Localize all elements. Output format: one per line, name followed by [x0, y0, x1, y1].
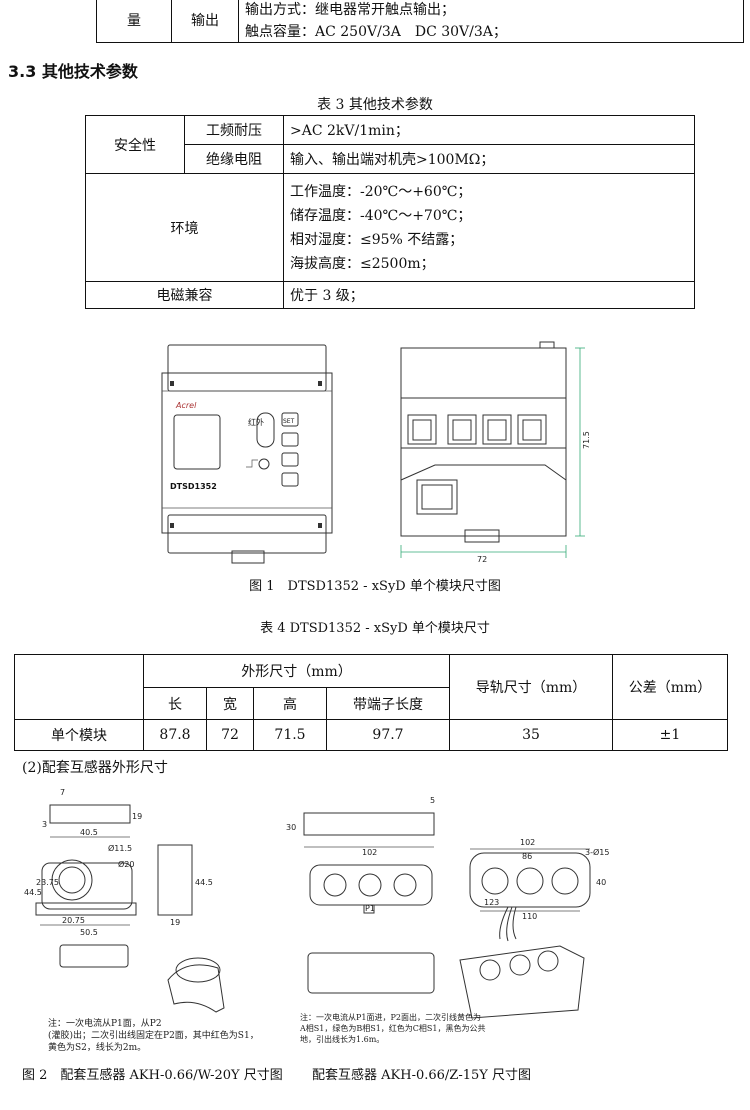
note-line: (灌胶)出；二次引出线固定在P2面，其中红色为S1，: [48, 1031, 259, 1041]
dim-label: 102: [362, 848, 377, 857]
dim-label: 23.75: [36, 878, 59, 887]
env-line: 储存温度：-40℃～+70℃；: [290, 207, 472, 224]
dim-label: 102: [520, 838, 535, 847]
dim-label: 7: [60, 788, 65, 797]
dim-label: 123: [484, 898, 499, 907]
dim-label: Ø11.5: [108, 843, 132, 853]
emc-value: 优于 3 级；: [283, 281, 695, 309]
top-cell-desc: 输出方式：继电器常开触点输出； 触点容量：AC 250V/3A DC 30V/3…: [238, 0, 744, 43]
dim-label: 50.5: [80, 928, 98, 937]
dim-label: 40: [596, 878, 606, 887]
dim-label: 19: [132, 812, 142, 821]
meter-ir-label: 红外: [248, 417, 264, 427]
table4-caption: 表 4 DTSD1352 - xSyD 单个模块尺寸: [260, 621, 490, 636]
ct-akh-w20y-drawing: 7 3 19 40.5 Ø11.5 Ø20 44.5 23.75 20.75 5…: [24, 788, 225, 1013]
dim-label: 20.75: [62, 916, 85, 925]
row-label: 单个模块: [14, 719, 144, 751]
top-line1: 输出方式：继电器常开触点输出；: [245, 1, 455, 18]
note-line: A相S1，绿色为B相S1，红色为C相S1，黑色为公共: [300, 1024, 486, 1033]
dim-label: Ø20: [118, 859, 134, 869]
table4: 外形尺寸（mm） 导轨尺寸（mm） 公差（mm） 长 宽 高 带端子长度 单个模…: [14, 654, 728, 751]
emc-label: 电磁兼容: [85, 281, 284, 309]
note-line: 注：一次电流从P1面进，P2面出，二次引线黄色为: [300, 1013, 481, 1022]
dim-label: 40.5: [80, 828, 98, 837]
h-rail: 导轨尺寸（mm）: [449, 654, 613, 720]
h-len: 长: [143, 687, 207, 720]
h-term: 带端子长度: [326, 687, 450, 720]
env-label: 环境: [85, 173, 284, 282]
h-tol: 公差（mm）: [612, 654, 728, 720]
top-table-fragment: 量 输出 输出方式：继电器常开触点输出； 触点容量：AC 250V/3A DC …: [96, 0, 744, 43]
withstand-label: 工频耐压: [184, 115, 284, 145]
dim-label: 86: [522, 852, 532, 861]
meter-front-view: 红外 SET Acrel DTSD1352: [161, 344, 333, 564]
withstand-value: >AC 2kV/1min；: [283, 115, 695, 145]
meter-model-label: DTSD1352: [170, 482, 217, 491]
row-value: 87.8: [143, 719, 207, 751]
h-wid: 宽: [206, 687, 254, 720]
dim-label: 44.5: [195, 878, 213, 887]
meter-set-label: SET: [283, 418, 295, 425]
safety-label: 安全性: [85, 115, 185, 174]
insulation-value: 输入、输出端对机壳>100MΩ；: [283, 144, 695, 174]
figure1-caption: 图 1 DTSD1352 - xSyD 单个模块尺寸图: [249, 579, 501, 594]
subsection-title: (2)配套互感器外形尺寸: [22, 760, 168, 776]
env-values: 工作温度：-20℃～+60℃； 储存温度：-40℃～+70℃； 相对湿度：≤95…: [283, 173, 695, 282]
table3-caption: 表 3 其他技术参数: [317, 97, 433, 113]
dim-label: 30: [286, 823, 296, 832]
insulation-label: 绝缘电阻: [184, 144, 284, 174]
meter-side-view: 71.5 72: [400, 341, 591, 564]
env-line: 海拔高度：≤2500m；: [290, 255, 435, 272]
row-value: 35: [449, 719, 613, 751]
meter-brand: Acrel: [175, 401, 197, 410]
table4-blank: [14, 654, 144, 720]
dim-label: P1: [365, 904, 375, 913]
figure2-left-caption: 图 2 配套互感器 AKH-0.66/W-20Y 尺寸图: [22, 1068, 283, 1083]
top-cell-b: 输出: [171, 0, 239, 43]
row-value: 71.5: [253, 719, 327, 751]
top-line2: 触点容量：AC 250V/3A DC 30V/3A；: [245, 23, 507, 40]
left-note: 注：一次电流从P1面，从P2 (灌胶)出；二次引出线固定在P2面，其中红色为S1…: [48, 1018, 259, 1054]
note-line: 黄色为S2，线长为2m。: [48, 1043, 147, 1053]
env-line: 工作温度：-20℃～+60℃；: [290, 183, 472, 200]
note-line: 注：一次电流从P1面，从P2: [48, 1019, 162, 1029]
note-line: 地，引出线长为1.6m。: [300, 1035, 385, 1044]
ct-akh-z15y-drawing: 30 102 5 102 86 3-Ø15 40 123 110 P1: [286, 796, 609, 1019]
top-cell-a: 量: [96, 0, 172, 43]
h-hei: 高: [253, 687, 327, 720]
dim-label: 3-Ø15: [585, 847, 609, 857]
dim-label: 44.5: [24, 888, 42, 897]
section-title: 3.3 其他技术参数: [8, 62, 138, 81]
env-line: 相对湿度：≤95% 不结露；: [290, 231, 464, 248]
row-value: 97.7: [326, 719, 450, 751]
dim-label: 110: [522, 912, 537, 921]
right-note: 注：一次电流从P1面进，P2面出，二次引线黄色为 A相S1，绿色为B相S1，红色…: [300, 1012, 486, 1045]
dim-label: 3: [42, 820, 47, 829]
figure2-right-caption: 配套互感器 AKH-0.66/Z-15Y 尺寸图: [312, 1068, 531, 1083]
dim-label: 19: [170, 918, 180, 927]
row-value: ±1: [612, 719, 728, 751]
dim-height-label: 71.5: [582, 431, 591, 449]
table3: 安全性 工频耐压 >AC 2kV/1min； 绝缘电阻 输入、输出端对机壳>10…: [85, 115, 695, 309]
dim-label: 5: [430, 796, 435, 805]
h-outline: 外形尺寸（mm）: [143, 654, 450, 688]
row-value: 72: [206, 719, 254, 751]
dim-width-label: 72: [477, 555, 487, 564]
